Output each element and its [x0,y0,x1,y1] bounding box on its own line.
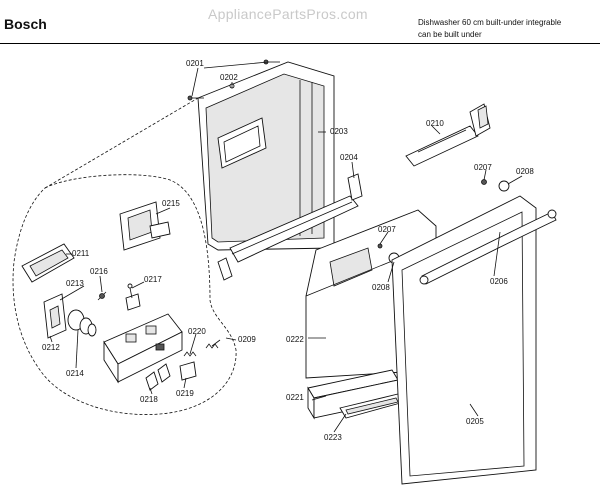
callout-0219: 0219 [176,389,194,398]
callout-0208-middle: 0208 [372,283,390,292]
callout-0221: 0221 [286,393,304,402]
callout-0216: 0216 [90,267,108,276]
callout-0201: 0201 [186,59,204,68]
brand-title: Bosch [4,16,47,32]
door-hinge-bracket [405,103,491,167]
header-divider [0,43,600,44]
callout-0202: 0202 [220,73,238,82]
callout-0222: 0222 [286,335,304,344]
callout-0210: 0210 [426,119,444,128]
callout-0207-right: 0207 [474,163,492,172]
callout-0211: 0211 [72,249,90,258]
leader-lines [49,61,523,433]
callout-0220: 0220 [188,327,206,336]
door-trim-strip [339,393,405,419]
callout-0217: 0217 [144,275,162,284]
callout-labels: 0201 0202 0203 0204 0210 0207 0208 0207 … [42,59,534,442]
door-vent-strip [217,173,363,281]
front-door-panel [391,179,557,485]
callout-0212: 0212 [42,343,60,352]
site-watermark: AppliancePartsPros.com [208,6,368,22]
callout-0206: 0206 [490,277,508,286]
callout-0223: 0223 [324,433,342,442]
callout-0215: 0215 [162,199,180,208]
callout-0208-right: 0208 [516,167,534,176]
control-module-group [12,97,237,415]
callout-0209: 0209 [238,335,256,344]
callout-0218: 0218 [140,395,158,404]
callout-0203: 0203 [330,127,348,136]
callout-0214: 0214 [66,369,84,378]
callout-0207-middle: 0207 [378,225,396,234]
callout-0205: 0205 [466,417,484,426]
model-description-line1: Dishwasher 60 cm built-under integrable [418,18,562,27]
inner-door-panel [187,59,335,251]
model-description-line2: can be built under [418,30,482,39]
callout-0213: 0213 [66,279,84,288]
callout-0204: 0204 [340,153,358,162]
